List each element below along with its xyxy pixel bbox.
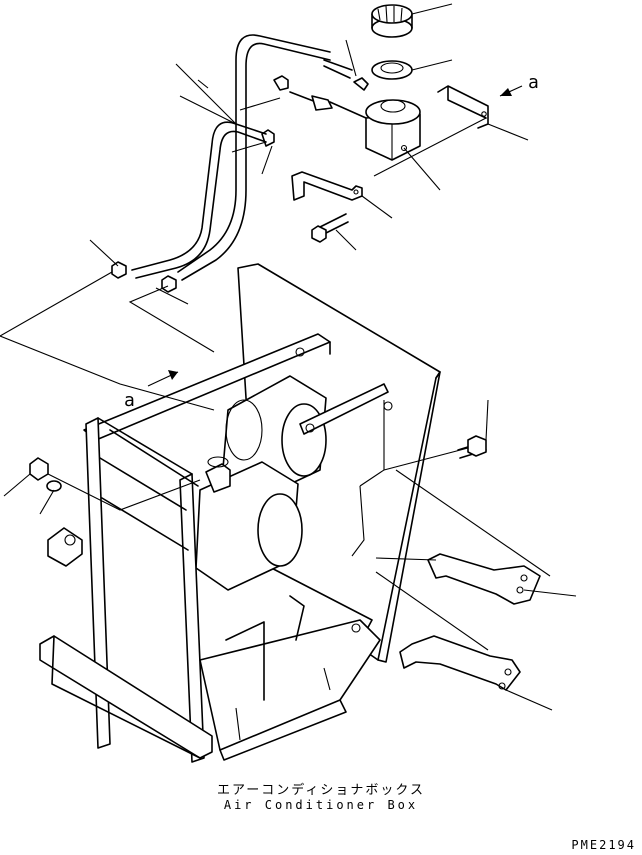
- bracket-right-upper[interactable]: [427, 553, 541, 605]
- front-frame[interactable]: [39, 417, 213, 763]
- caption-japanese: エアーコンディショナボックス: [217, 783, 425, 798]
- hose-connector[interactable]: [289, 91, 367, 119]
- reservoir-seal-ring[interactable]: [371, 60, 413, 80]
- bracket-right-lower[interactable]: [399, 635, 521, 691]
- blower-motor-lower[interactable]: [195, 456, 303, 591]
- assembly-lines: [0, 117, 551, 651]
- side-bolt[interactable]: [457, 435, 487, 459]
- drawing-code: PME2194: [571, 838, 636, 852]
- reservoir-cap[interactable]: [371, 4, 413, 38]
- view-marker-upper: a: [528, 72, 539, 93]
- pipe-nut-right[interactable]: [161, 275, 177, 293]
- caption-english: Air Conditioner Box: [223, 798, 419, 812]
- hose-clip-upper[interactable]: [261, 75, 369, 147]
- motor-strap[interactable]: [299, 383, 393, 435]
- bottom-tray[interactable]: [199, 595, 381, 761]
- short-hose-segment[interactable]: [323, 59, 353, 79]
- frame-nut[interactable]: [29, 457, 49, 481]
- frame-washer[interactable]: [46, 480, 62, 492]
- view-arrow-lower: [147, 370, 179, 387]
- view-arrow-upper: [499, 85, 523, 97]
- tank-bracket-lower[interactable]: [291, 171, 363, 201]
- bent-pipe-b[interactable]: [131, 121, 267, 279]
- view-marker-lower: a: [124, 390, 135, 411]
- tank-bracket-right[interactable]: [437, 85, 489, 129]
- left-clamp[interactable]: [47, 527, 83, 567]
- reservoir-tank[interactable]: [365, 99, 421, 161]
- bent-pipe-a[interactable]: [177, 34, 331, 281]
- pipe-nut-left[interactable]: [111, 261, 127, 279]
- leader-lines: [3, 3, 577, 711]
- mounting-bolt-top[interactable]: [311, 213, 349, 243]
